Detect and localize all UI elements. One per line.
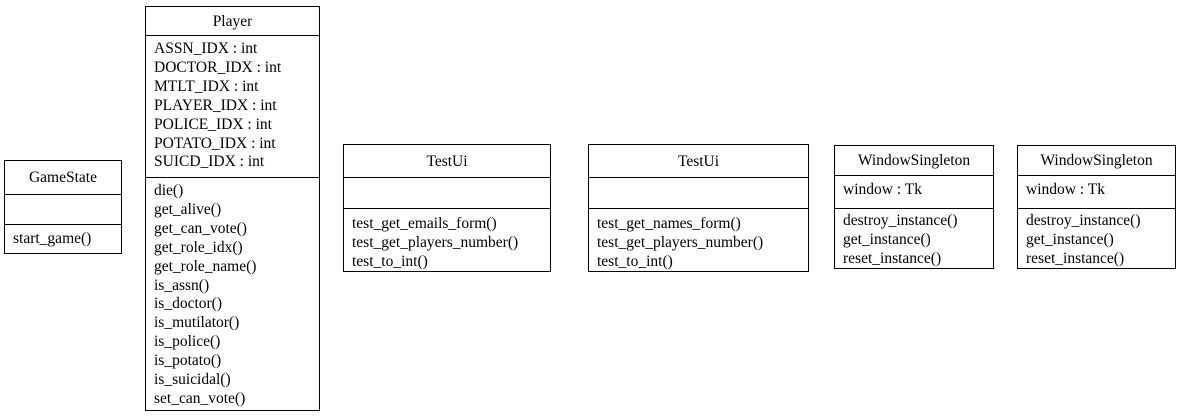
method: get_role_idx() — [154, 238, 243, 256]
attributes-section: window : Tk — [1018, 176, 1175, 209]
attribute: MTLT_IDX : int — [154, 77, 259, 95]
attribute: POTATO_IDX : int — [154, 134, 276, 152]
method: is_assn() — [154, 276, 210, 294]
attribute: window : Tk — [1026, 181, 1105, 198]
methods-section: die() get_alive() get_can_vote() get_rol… — [146, 178, 319, 409]
attributes-section — [5, 195, 121, 225]
method: reset_instance() — [843, 249, 942, 267]
methods-section: destroy_instance() get_instance() reset_… — [835, 209, 993, 269]
method: test_get_names_form() — [597, 215, 741, 232]
attributes-section — [344, 178, 550, 209]
method: get_instance() — [1026, 230, 1114, 248]
attribute: ASSN_IDX : int — [154, 40, 258, 57]
class-name: TestUi — [589, 145, 808, 178]
method: start_game() — [13, 230, 92, 247]
attributes-section: ASSN_IDX : int DOCTOR_IDX : int MTLT_IDX… — [146, 36, 319, 178]
class-player: Player ASSN_IDX : int DOCTOR_IDX : int M… — [145, 6, 320, 411]
attribute: SUICD_IDX : int — [154, 153, 265, 171]
methods-section: destroy_instance() get_instance() reset_… — [1018, 209, 1175, 269]
attribute: POLICE_IDX : int — [154, 115, 272, 133]
attributes-section: window : Tk — [835, 176, 993, 209]
class-name: GameState — [5, 161, 121, 195]
class-testui-names: TestUi test_get_names_form() test_get_pl… — [588, 144, 809, 272]
method: is_police() — [154, 333, 221, 351]
method: get_role_name() — [154, 257, 257, 275]
method: destroy_instance() — [1026, 212, 1141, 229]
method: test_get_players_number() — [597, 233, 764, 251]
method: test_to_int() — [352, 252, 428, 270]
method: test_to_int() — [597, 252, 673, 270]
method: destroy_instance() — [843, 212, 958, 229]
attribute: DOCTOR_IDX : int — [154, 58, 282, 76]
method: get_instance() — [843, 230, 931, 248]
method: die() — [154, 182, 184, 199]
attributes-section — [589, 178, 808, 209]
methods-section: test_get_emails_form() test_get_players_… — [344, 209, 550, 272]
method: reset_instance() — [1026, 249, 1125, 267]
attribute: PLAYER_IDX : int — [154, 96, 277, 114]
class-name: WindowSingleton — [1018, 146, 1175, 176]
method: is_mutilator() — [154, 314, 240, 332]
method: is_potato() — [154, 352, 222, 370]
method: is_suicidal() — [154, 371, 231, 389]
methods-section: start_game() — [5, 225, 121, 249]
class-name: TestUi — [344, 145, 550, 178]
method: test_get_players_number() — [352, 233, 519, 251]
method: get_can_vote() — [154, 219, 247, 237]
class-name: Player — [146, 7, 319, 36]
class-windowsingleton-2: WindowSingleton window : Tk destroy_inst… — [1017, 145, 1176, 269]
class-name: WindowSingleton — [835, 146, 993, 176]
method: set_can_vote() — [154, 389, 246, 407]
method: get_alive() — [154, 200, 222, 218]
methods-section: test_get_names_form() test_get_players_n… — [589, 209, 808, 272]
attribute: window : Tk — [843, 181, 922, 198]
class-testui-emails: TestUi test_get_emails_form() test_get_p… — [343, 144, 551, 272]
method: is_doctor() — [154, 295, 223, 313]
class-windowsingleton-1: WindowSingleton window : Tk destroy_inst… — [834, 145, 994, 269]
class-gamestate: GameState start_game() — [4, 160, 122, 254]
method: test_get_emails_form() — [352, 215, 497, 232]
